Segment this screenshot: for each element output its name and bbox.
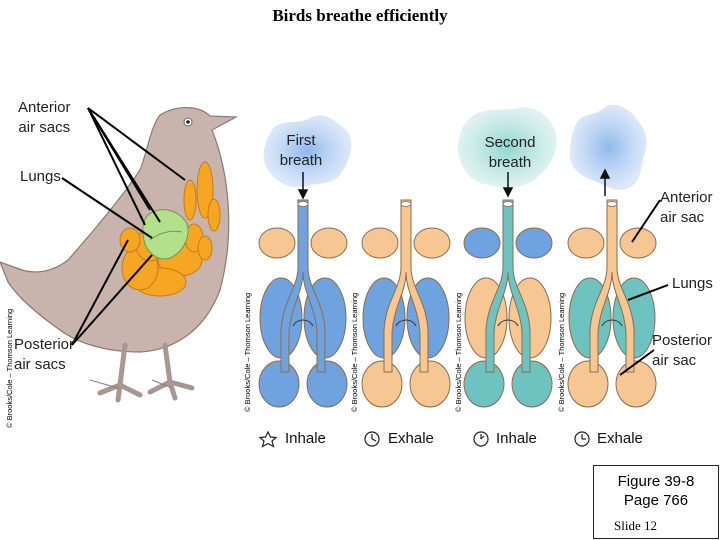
- air-puff-first: [263, 115, 352, 188]
- panel-3: [463, 199, 553, 408]
- label-second-breath: Second breath: [484, 134, 536, 171]
- posterior-sac-right: [306, 360, 348, 408]
- phase-label-2: Exhale: [388, 430, 434, 447]
- breath-arrows: [297, 168, 611, 200]
- star-icon: [258, 430, 278, 448]
- air-puff-second: [458, 107, 557, 188]
- posterior-sac-left: [463, 360, 505, 408]
- label-anterior-air-sacs: Anterior air sacs: [18, 99, 71, 136]
- credit-lines: © Brooks/Cole – Thomson Learning © Brook…: [5, 293, 566, 428]
- posterior-sac-left: [567, 360, 609, 408]
- flow-arrow: [601, 319, 623, 327]
- label-first-breath: First breath: [279, 132, 323, 169]
- air-puff-exhaled: [570, 104, 647, 190]
- anterior-sac-right: [619, 227, 657, 259]
- label-posterior-air-sac: Posterior air sac: [652, 332, 713, 369]
- label-lungs-panel: Lungs: [672, 275, 713, 292]
- trachea: [383, 199, 429, 373]
- bird-label-pointers: [61, 107, 186, 346]
- anterior-sac-right: [413, 227, 451, 259]
- credit-text-panel-2: © Brooks/Cole – Thomson Learning: [350, 293, 359, 412]
- credit-text-bird: © Brooks/Cole – Thomson Learning: [5, 309, 14, 428]
- panel-4: [567, 199, 657, 408]
- figure-page: Page 766: [623, 492, 689, 509]
- trachea: [485, 199, 531, 373]
- posterior-sac-right: [615, 360, 657, 408]
- flow-arrow: [292, 319, 314, 327]
- panel-1: [258, 199, 348, 408]
- panel-2: [361, 199, 451, 408]
- anterior-sac-right: [310, 227, 348, 259]
- right-label-pointers: [619, 199, 669, 376]
- posterior-sac-left: [258, 360, 300, 408]
- label-anterior-air-sac: Anterior air sac: [660, 189, 713, 226]
- trachea: [589, 199, 635, 373]
- clock-icon: [574, 431, 590, 447]
- anterior-sac-left: [361, 227, 399, 259]
- figure-number: Figure 39-8: [617, 473, 695, 490]
- flow-arrow: [395, 319, 417, 327]
- label-posterior-air-sacs: Posterior air sacs: [14, 336, 75, 373]
- clock-icon: [473, 431, 489, 447]
- phase-label-3: Inhale: [496, 430, 537, 447]
- anterior-sac-right: [515, 227, 553, 259]
- phase-label-1: Inhale: [285, 430, 326, 447]
- posterior-sac-right: [409, 360, 451, 408]
- flow-arrow: [497, 319, 519, 327]
- posterior-sac-left: [361, 360, 403, 408]
- trachea: [280, 199, 326, 373]
- credit-text-panel-4: © Brooks/Cole – Thomson Learning: [557, 293, 566, 412]
- credit-text-panel-1: © Brooks/Cole – Thomson Learning: [243, 293, 252, 412]
- anterior-sac-left: [258, 227, 296, 259]
- anterior-sac-left: [567, 227, 605, 259]
- slide-number: Slide 12: [614, 518, 657, 533]
- figure-reference-box: Figure 39-8 Page 766 Slide 12: [593, 465, 719, 539]
- breath-panels: [258, 199, 657, 408]
- anterior-sac-left: [463, 227, 501, 259]
- posterior-sac-right: [511, 360, 553, 408]
- clock-icon: [364, 431, 380, 447]
- credit-text-panel-3: © Brooks/Cole – Thomson Learning: [454, 293, 463, 412]
- phase-icons: [258, 430, 590, 448]
- phase-label-4: Exhale: [597, 430, 643, 447]
- label-lungs-bird: Lungs: [20, 168, 61, 185]
- slide-title: Birds breathe efficiently: [272, 6, 448, 25]
